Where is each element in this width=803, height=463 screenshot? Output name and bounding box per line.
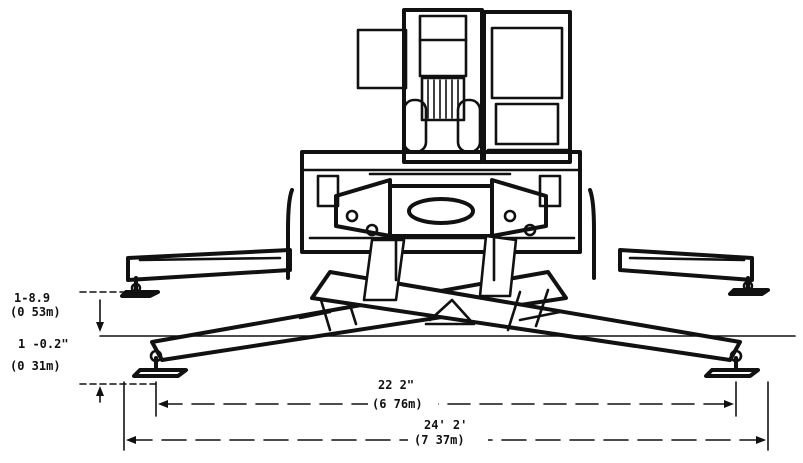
inner-spread-m-label: (6 76m) (372, 397, 423, 411)
rear-outrigger-right (618, 248, 770, 296)
outer-spread-label-bg (408, 416, 488, 448)
outer-spread-m-label: (7 37m) (414, 433, 465, 447)
rear-outrigger-left (120, 248, 292, 298)
height-upper-ft-label: 1-8.9 (14, 291, 50, 305)
height-dimension (79, 291, 161, 403)
inner-spread-ft-label: 22 2" (378, 378, 414, 392)
crane-cab (356, 8, 572, 164)
inner-spread-dimension (155, 381, 737, 417)
height-lower-m-label: (0 31m) (10, 359, 61, 373)
outrigger-brackets (362, 234, 518, 326)
front-outrigger-right (310, 270, 760, 378)
outer-spread-ft-label: 24' 2' (424, 418, 467, 432)
height-lower-ft-label: 1 -0.2" (18, 337, 69, 351)
inner-spread-label-bg (368, 376, 438, 410)
carrier-body (286, 150, 596, 280)
height-upper-m-label: (0 53m) (10, 305, 61, 319)
